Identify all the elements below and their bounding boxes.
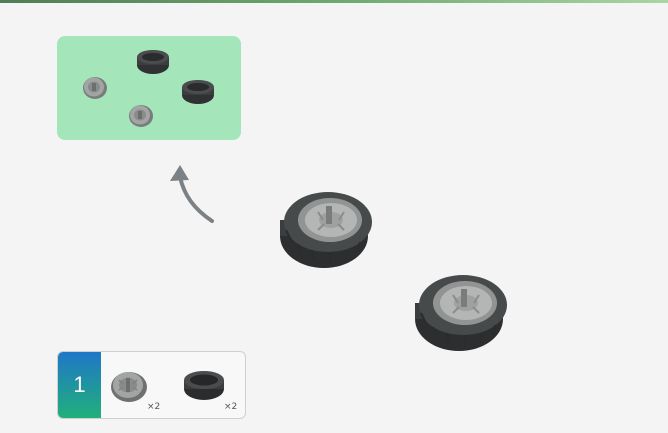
wheel-hub-icon — [129, 105, 153, 127]
assembled-wheel-icon — [280, 192, 372, 268]
top-accent-bar — [0, 0, 668, 3]
step-number: 1 — [58, 352, 101, 418]
wheel-hub-icon — [83, 77, 107, 99]
instruction-canvas: 1 ×2 ×2 — [0, 3, 668, 433]
tire-icon — [184, 371, 224, 400]
tire-icon — [137, 50, 169, 74]
tire-quantity: ×2 — [224, 402, 238, 412]
wheel-hub-icon — [111, 372, 147, 402]
assembled-wheel-icon — [415, 275, 507, 351]
hub-quantity: ×2 — [147, 402, 161, 412]
subassembly-panel — [57, 36, 241, 140]
step-parts-box: 1 ×2 ×2 — [57, 351, 246, 419]
curved-arrow-icon — [170, 165, 214, 223]
tire-icon — [182, 80, 214, 104]
